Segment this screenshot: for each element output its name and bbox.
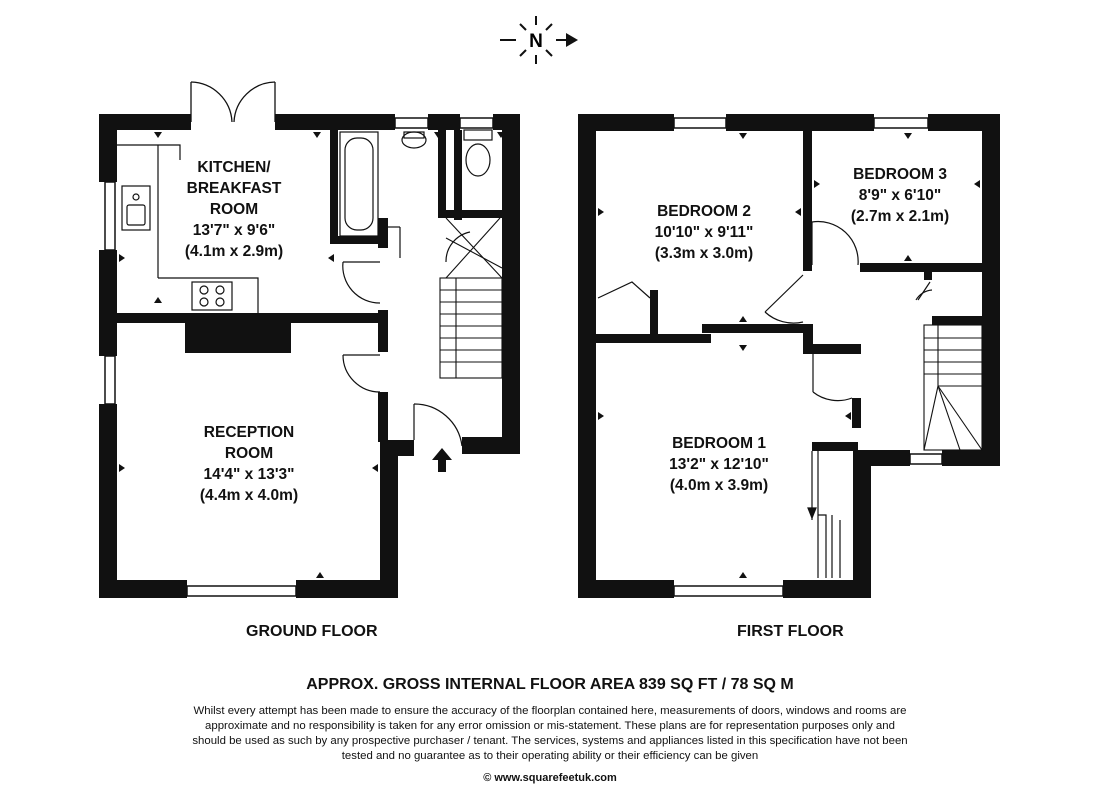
copyright-text: © www.squarefeetuk.com [483,772,617,784]
bedroom2-metric: (3.3m x 3.0m) [655,245,753,262]
north-compass-icon [500,16,578,64]
reception-title-line1: RECEPTION [204,424,294,441]
first-floor-plan: BEDROOM 2 10'10" x 9'11" (3.3m x 3.0m) B… [578,114,1000,598]
kitchen-title-line1: KITCHEN/ [197,159,271,176]
ground-floor-label: GROUND FLOOR [246,623,378,640]
kitchen-imperial: 13'7" x 9'6" [193,222,275,239]
ground-floor-plan: KITCHEN/ BREAKFAST ROOM 13'7" x 9'6" (4.… [99,81,520,598]
reception-metric: (4.4m x 4.0m) [200,487,298,504]
disclaimer-text: Whilst every attempt has been made to en… [192,705,908,762]
first-floor-label: FIRST FLOOR [737,623,844,640]
kitchen-title-line2: BREAKFAST [187,180,282,197]
reception-title-line2: ROOM [225,445,273,462]
reception-imperial: 14'4" x 13'3" [203,466,294,483]
bedroom1-title: BEDROOM 1 [672,435,766,452]
bedroom2-imperial: 10'10" x 9'11" [655,224,754,241]
bedroom1-metric: (4.0m x 3.9m) [670,477,768,494]
kitchen-metric: (4.1m x 2.9m) [185,243,283,260]
bedroom3-metric: (2.7m x 2.1m) [851,208,949,225]
bedroom3-imperial: 8'9" x 6'10" [859,187,941,204]
compass-north-letter: N [529,31,543,52]
kitchen-title-line3: ROOM [210,201,258,218]
floor-area-heading: APPROX. GROSS INTERNAL FLOOR AREA 839 SQ… [306,676,794,693]
bedroom2-title: BEDROOM 2 [657,203,751,220]
bedroom1-imperial: 13'2" x 12'10" [669,456,769,473]
bedroom3-title: BEDROOM 3 [853,166,947,183]
